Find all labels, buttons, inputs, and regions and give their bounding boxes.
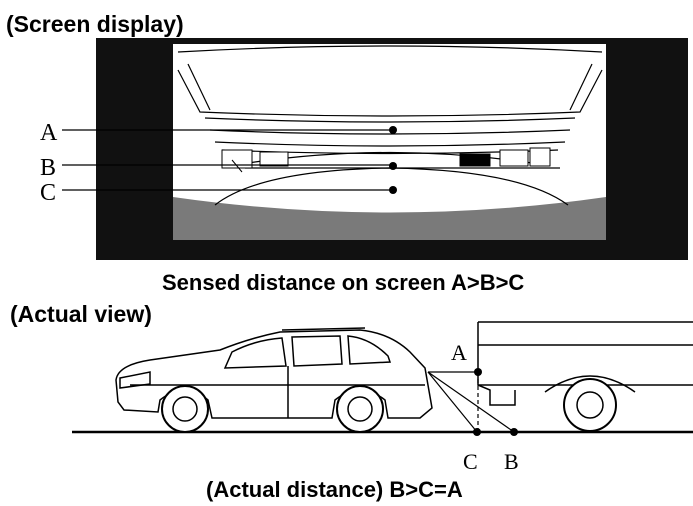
truck-hub: [576, 391, 604, 419]
screen-display-heading: (Screen display): [6, 11, 184, 37]
suv-roof-rail: [281, 327, 366, 331]
camera-screen: [96, 38, 688, 260]
screen-label-c: C: [40, 180, 56, 206]
dot-b: [389, 162, 397, 170]
actual-view-heading: (Actual view): [10, 301, 152, 327]
point-b: [510, 428, 518, 436]
suv-rear-wheel: [336, 385, 384, 433]
actual-label-b: B: [504, 449, 519, 474]
truck-fender: [544, 375, 636, 393]
suv-front-wheel: [161, 385, 209, 433]
point-c: [473, 428, 481, 436]
point-a: [474, 368, 482, 376]
camera-sight-lines: [427, 371, 515, 433]
left-lamp: [221, 149, 289, 173]
actual-label-c: C: [463, 449, 478, 474]
suv-window-front: [223, 337, 287, 369]
screen-label-b: B: [40, 155, 56, 181]
suv-rear-hub: [347, 396, 373, 422]
suv-front-hub: [172, 396, 198, 422]
actual-distance-caption: (Actual distance) B>C=A: [206, 477, 463, 502]
truck-bumper-step: [477, 384, 516, 406]
suv-window-rear: [347, 335, 392, 365]
truck-wheel: [563, 378, 617, 432]
suv-headlight: [119, 371, 151, 389]
sensed-distance-caption: Sensed distance on screen A>B>C: [162, 270, 524, 295]
screen-ground-area: [173, 197, 606, 240]
truck-illustration: [477, 321, 693, 432]
suv-window-middle: [291, 335, 343, 367]
actual-label-a: A: [451, 340, 467, 365]
right-lamp: [459, 147, 551, 167]
screen-label-a: A: [40, 120, 58, 146]
suv-illustration: [115, 327, 433, 433]
